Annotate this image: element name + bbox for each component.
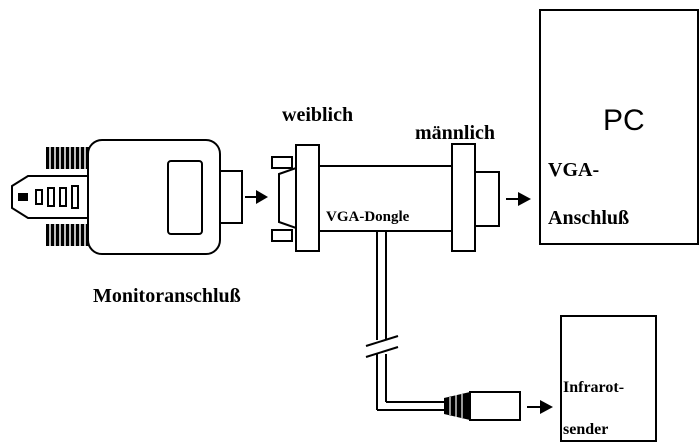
- female-socket: [278, 166, 297, 230]
- monitor-connector-label: Monitoranschluß: [93, 285, 241, 307]
- female-screw-top: [271, 156, 293, 169]
- female-screw-bottom: [271, 229, 293, 242]
- ir-cable: [365, 231, 444, 411]
- ir-transmitter-box: Infrarot- sender: [560, 315, 657, 442]
- cable-break-icon: [365, 335, 399, 358]
- vga-dongle: VGA-Dongle weiblich männlich: [271, 104, 500, 252]
- ir-transmitter-label-2: sender: [563, 421, 608, 438]
- pc-box: PC VGA- Anschluß: [539, 9, 699, 245]
- ir-transmitter-label-1: Infrarot-: [563, 379, 624, 396]
- grip-ridges-bottom: [46, 224, 92, 246]
- arrow-right-icon: [245, 190, 268, 204]
- ir-plug: [444, 391, 521, 421]
- arrow-right-icon: [506, 192, 531, 206]
- female-flange: [295, 144, 320, 252]
- plug-tail: [11, 175, 93, 219]
- male-label: männlich: [415, 122, 495, 144]
- vga-port-label-2: Anschluß: [548, 207, 629, 229]
- plug-collar: [219, 170, 243, 224]
- monitor-connector: Monitoranschluß: [11, 139, 243, 307]
- male-flange: [451, 143, 476, 252]
- dongle-label: VGA-Dongle: [326, 209, 410, 225]
- plug-label-window: [167, 160, 203, 235]
- pc-label: PC: [603, 104, 645, 137]
- vga-port-label-1: VGA-: [548, 159, 599, 181]
- grip-ridges-top: [46, 147, 92, 169]
- female-label: weiblich: [282, 104, 353, 126]
- male-plug: [474, 171, 500, 227]
- arrow-right-icon: [527, 400, 553, 414]
